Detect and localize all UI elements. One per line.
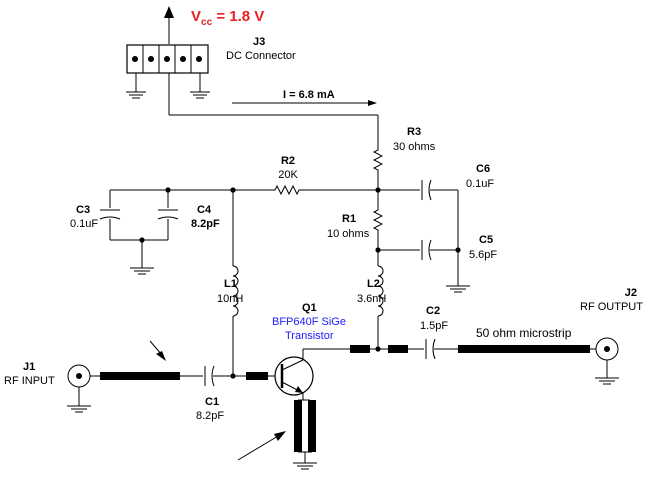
c2-ref: C2 [426,305,441,317]
c4-ref: C4 [197,204,212,216]
c5-capacitor [421,239,432,261]
l1-value: 10nH [217,293,244,305]
input-microstrip [100,372,180,380]
r3-value: 30 ohms [393,141,436,153]
j2-ref: J2 [624,287,637,299]
emitter-ground [293,462,317,470]
r2-ref: R2 [280,155,296,167]
j1-coax-connector [67,364,91,388]
c5-ref: C5 [479,234,494,246]
current-label: I = 6.8 mA [283,89,335,101]
c2-capacitor [425,338,436,360]
l1-ref: L1 [224,278,237,290]
q1-part: BFP640F SiGe [272,316,346,328]
emitter-microstrip-right [308,400,316,452]
l1-inductor [232,265,239,317]
c6-value: 0.1uF [466,178,495,190]
c3-capacitor [99,209,121,220]
vcc-arrow [164,6,174,44]
j3-ref: J3 [253,36,266,48]
c2-value: 1.5pF [420,320,449,332]
vcc-label: Vcc = 1.8 V [191,8,265,28]
c1-value: 8.2pF [196,410,225,422]
l2-inductor [377,265,384,317]
c5-value: 5.6pF [469,249,498,261]
c5-c6-ground [446,285,470,293]
output-microstrip [458,345,590,353]
c6-capacitor [421,179,432,201]
l2-ref: L2 [367,278,380,290]
c1-ref: C1 [205,396,220,408]
microstrip-label: 50 ohm microstrip [476,326,572,340]
c3-ref: C3 [76,204,91,216]
base-microstrip [246,372,268,380]
j2-desc: RF OUTPUT [580,301,643,313]
supply-wire [168,73,379,144]
r2-resistor [272,184,302,196]
r1-resistor [372,206,384,234]
c3-value: 0.1uF [70,218,99,230]
c6-ref: C6 [476,163,491,175]
c3-c4-ground [130,267,154,275]
junction-dots [139,187,461,379]
q1-ref: Q1 [302,302,317,314]
r2-value: 20K [278,169,298,181]
c4-value: 8.2pF [191,218,220,230]
q1-transistor-symbol [274,349,314,400]
j3-ground-left [126,91,146,99]
j2-coax-connector [595,337,619,361]
emitter-microstrip-left [294,400,302,452]
j1-desc: RF INPUT [4,375,55,387]
j1-ground [67,405,91,413]
r3-resistor [372,144,384,176]
l2-value: 3.6nH [357,293,387,305]
j3-connector-symbol [126,44,209,92]
j2-ground [595,377,619,385]
j3-desc: DC Connector [226,50,296,62]
c4-capacitor [157,209,179,220]
r1-ref: R1 [342,213,357,225]
current-arrow [232,100,377,106]
collector-microstrip-2 [388,345,408,353]
c1-capacitor [204,365,215,387]
j1-ref: J1 [23,361,36,373]
collector-microstrip-1 [350,345,370,353]
r1-value: 10 ohms [327,228,370,240]
r3-ref: R3 [407,126,422,138]
j3-ground-right [190,91,210,99]
q1-type: Transistor [285,330,334,342]
